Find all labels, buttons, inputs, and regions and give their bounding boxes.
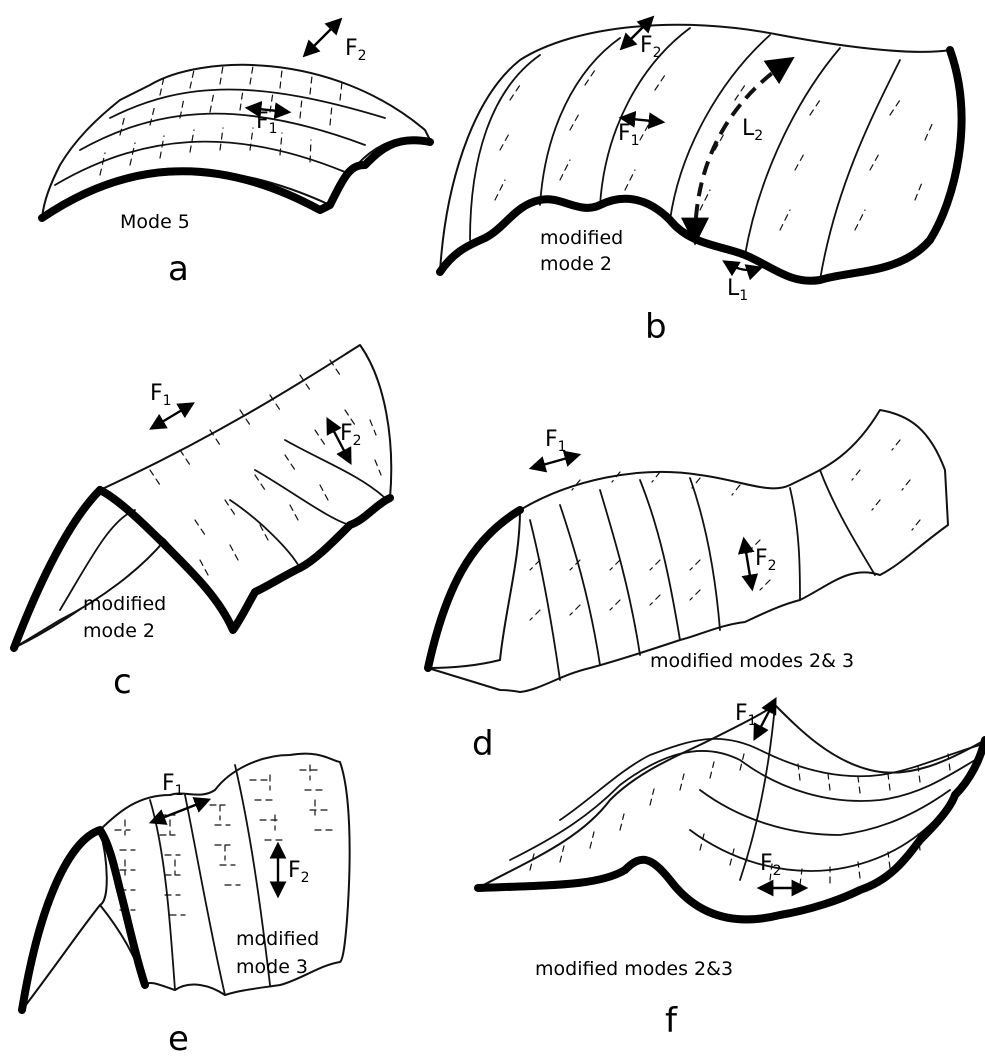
panel-f: F1 F2 modified modes 2&3 f	[478, 700, 985, 1041]
panel-d-letter: d	[472, 724, 494, 764]
panel-d: F1 F2 modified modes 2& 3 d	[428, 410, 948, 764]
panel-e-letter: e	[168, 1019, 189, 1059]
panel-a-letter: a	[168, 249, 189, 289]
panel-b-caption-line1: modified	[540, 227, 623, 249]
panel-d-f1-label: F1	[545, 427, 567, 455]
panel-e-limb-face	[22, 830, 107, 1010]
panel-c-caption-line1: modified	[83, 593, 166, 615]
panel-c-letter: c	[113, 662, 132, 702]
panel-a: F1 F2 Mode 5 a	[42, 20, 430, 289]
panel-a-f2-label: F2	[345, 36, 367, 64]
panel-a-fold-surface	[42, 65, 430, 218]
panel-c-caption-line2: mode 2	[83, 620, 155, 642]
panel-e: F1 F2 modified mode 3 e	[22, 754, 350, 1059]
panel-d-caption: modified modes 2& 3	[650, 650, 854, 672]
panel-a-caption: Mode 5	[120, 211, 190, 233]
panel-e-f1-label: F1	[162, 771, 184, 799]
panel-c-f1-label: F1	[150, 381, 172, 409]
panel-a-f2-arrow	[305, 20, 340, 55]
panel-e-caption-line2: mode 3	[236, 956, 308, 978]
panel-b-caption-line2: mode 2	[540, 253, 612, 275]
panel-b-letter: b	[645, 307, 667, 347]
panel-c: F1 F2 modified mode 2 c	[14, 345, 391, 702]
panel-f-f1-label: F1	[735, 701, 757, 729]
panel-b: F1 F2 L2 L1 modified mode 2 b	[440, 18, 961, 347]
panel-c-f1-arrow	[152, 404, 192, 428]
panel-d-f1-arrow	[532, 455, 578, 468]
panel-e-caption-line1: modified	[236, 928, 319, 950]
panel-f-letter: f	[665, 1001, 678, 1041]
panel-b-l1-label: L1	[727, 276, 748, 304]
panel-f-caption: modified modes 2&3	[535, 958, 733, 980]
